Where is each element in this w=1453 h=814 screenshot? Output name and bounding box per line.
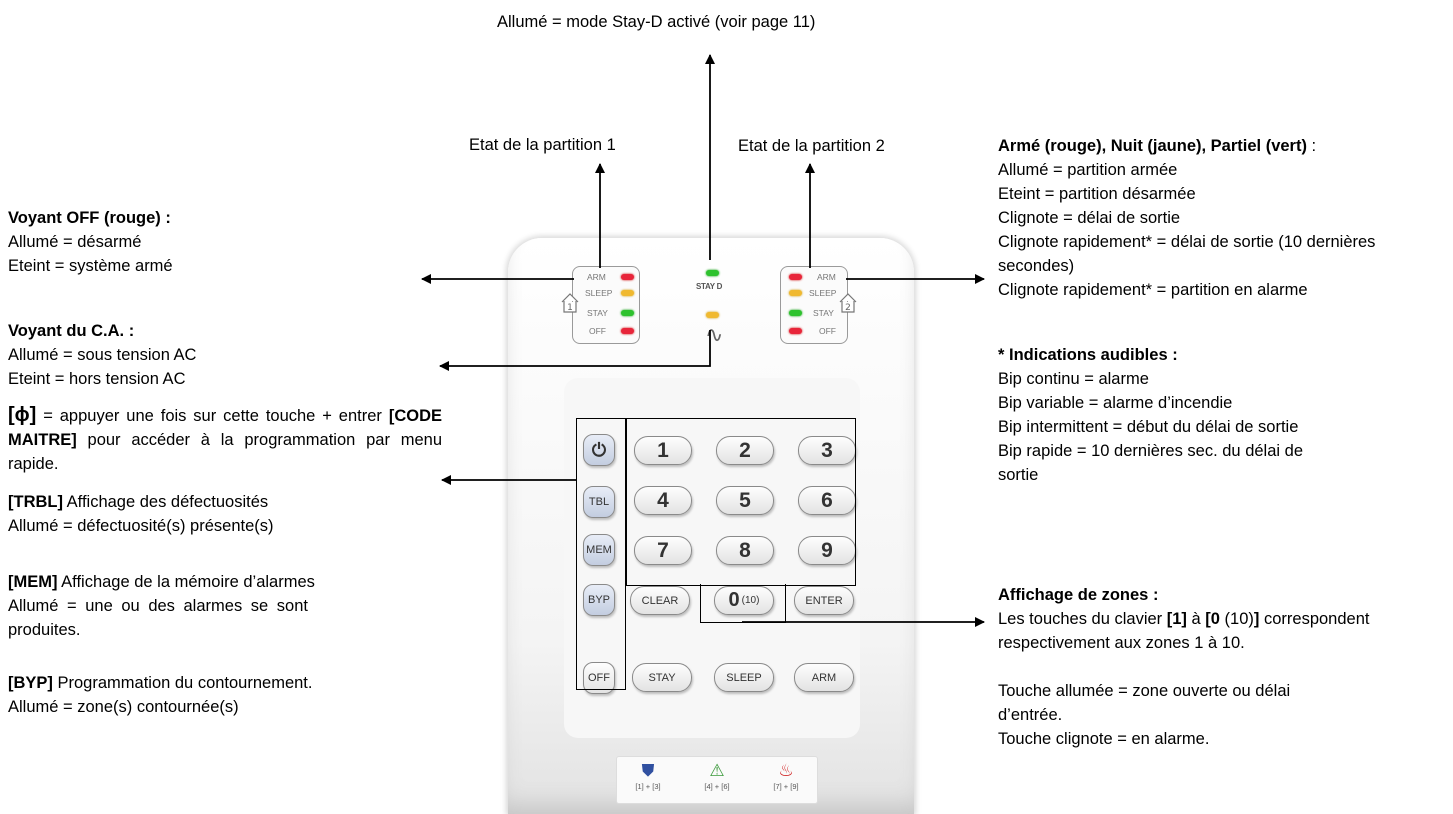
stay-led <box>621 310 634 316</box>
arm-led <box>621 274 634 280</box>
ac-led <box>706 312 719 318</box>
zone-title: Affichage de zones : <box>998 586 1159 604</box>
arm-title: Armé (rouge), Nuit (jaune), Partiel (ver… <box>998 137 1317 155</box>
partition2-led-panel: ARM SLEEP STAY OFF 2 <box>780 266 857 344</box>
byp-line2: Allumé = zone(s) contournée(s) <box>8 698 239 716</box>
off-led-title: Voyant OFF (rouge) : <box>8 209 171 227</box>
byp-key[interactable]: BYP <box>583 584 615 616</box>
off-led <box>621 328 634 334</box>
mem-line1: [MEM] Affichage de la mémoire d’alarmes <box>8 573 315 591</box>
svg-text:2: 2 <box>845 303 851 313</box>
svg-text:1: 1 <box>567 303 573 313</box>
ac-led-title: Voyant du C.A. : <box>8 322 135 340</box>
arm-line2: Eteint = partition désarmée <box>998 185 1196 203</box>
police-icon: ⛊ <box>641 761 655 780</box>
key-9[interactable]: 9 <box>798 536 856 565</box>
partition1-label: Etat de la partition 1 <box>469 136 616 154</box>
panic-keys-legend: ⛊[1] + [3] ⚠[4] + [6] ♨[7] + [9] <box>616 756 818 804</box>
power-key-description: [ɸ] = appuyer une fois sur cette touche … <box>8 404 442 473</box>
warning-icon: ⚠ <box>709 761 725 780</box>
arm-line3: Clignote = délai de sortie <box>998 209 1181 227</box>
zone-line1: Les touches du clavier [1] à [0 (10)] co… <box>998 610 1370 652</box>
ac-led-line1: Allumé = sous tension AC <box>8 346 197 364</box>
sleep-key[interactable]: SLEEP <box>714 663 774 692</box>
key-1[interactable]: 1 <box>634 436 692 465</box>
arm-line4: Clignote rapidement* = délai de sortie (… <box>998 233 1376 275</box>
off-led-line1: Allumé = désarmé <box>8 233 142 251</box>
audible-line1: Bip continu = alarme <box>998 370 1149 388</box>
mem-line2: Allumé = une ou des alarmes se sont prod… <box>8 597 308 639</box>
zone-line2: Touche allumée = zone ouverte ou délai d… <box>998 682 1291 724</box>
partition1-led-panel: ARM SLEEP STAY OFF 1 <box>561 266 640 344</box>
trbl-key[interactable]: TBL <box>583 486 615 518</box>
stay-key[interactable]: STAY <box>632 663 692 692</box>
audible-title: * Indications audibles : <box>998 346 1178 364</box>
sleep-led <box>621 290 634 296</box>
trbl-line1: [TRBL] Affichage des défectuosités <box>8 493 269 511</box>
clear-key[interactable]: CLEAR <box>630 586 690 615</box>
stay-d-description: Allumé = mode Stay-D activé (voir page 1… <box>497 13 816 31</box>
fire-panic: ♨[7] + [9] <box>761 761 811 791</box>
police-panic: ⛊[1] + [3] <box>623 761 673 791</box>
byp-line1: [BYP] Programmation du contournement. <box>8 674 313 692</box>
partition2-label: Etat de la partition 2 <box>738 137 885 155</box>
audible-line3: Bip intermittent = début du délai de sor… <box>998 418 1299 436</box>
fire-icon: ♨ <box>778 761 794 780</box>
house2-icon: 2 <box>839 293 857 313</box>
number-keys-bracket <box>626 418 856 586</box>
off-led-line2: Eteint = système armé <box>8 257 173 275</box>
arm-line5: Clignote rapidement* = partition en alar… <box>998 281 1308 299</box>
key-6[interactable]: 6 <box>798 486 856 515</box>
zone-line3: Touche clignote = en alarme. <box>998 730 1210 748</box>
key-8[interactable]: 8 <box>716 536 774 565</box>
arm-line1: Allumé = partition armée <box>998 161 1178 179</box>
key-7[interactable]: 7 <box>634 536 692 565</box>
audible-line2: Bip variable = alarme d’incendie <box>998 394 1233 412</box>
key-4[interactable]: 4 <box>634 486 692 515</box>
side-keys-bracket <box>576 418 626 690</box>
audible-line4: Bip rapide = 10 dernières sec. du délai … <box>998 442 1303 484</box>
key-2[interactable]: 2 <box>716 436 774 465</box>
house1-icon: 1 <box>561 293 579 313</box>
keypad-image: ARM SLEEP STAY OFF 1 STAY D ∿ ARM SLEEP … <box>508 238 914 814</box>
off-key[interactable]: OFF <box>583 662 615 694</box>
medical-panic: ⚠[4] + [6] <box>692 761 742 791</box>
key-5[interactable]: 5 <box>716 486 774 515</box>
arm-key[interactable]: ARM <box>794 663 854 692</box>
power-key[interactable]: ⏻ <box>583 434 615 466</box>
enter-key[interactable]: ENTER <box>794 586 854 615</box>
ac-led-line2: Eteint = hors tension AC <box>8 370 186 388</box>
trbl-line2: Allumé = défectuosité(s) présente(s) <box>8 517 274 535</box>
stay-d-led <box>706 270 719 276</box>
key-0[interactable]: 0(10) <box>714 586 774 615</box>
stay-d-marking: STAY D <box>696 282 723 291</box>
mem-key[interactable]: MEM <box>583 534 615 566</box>
